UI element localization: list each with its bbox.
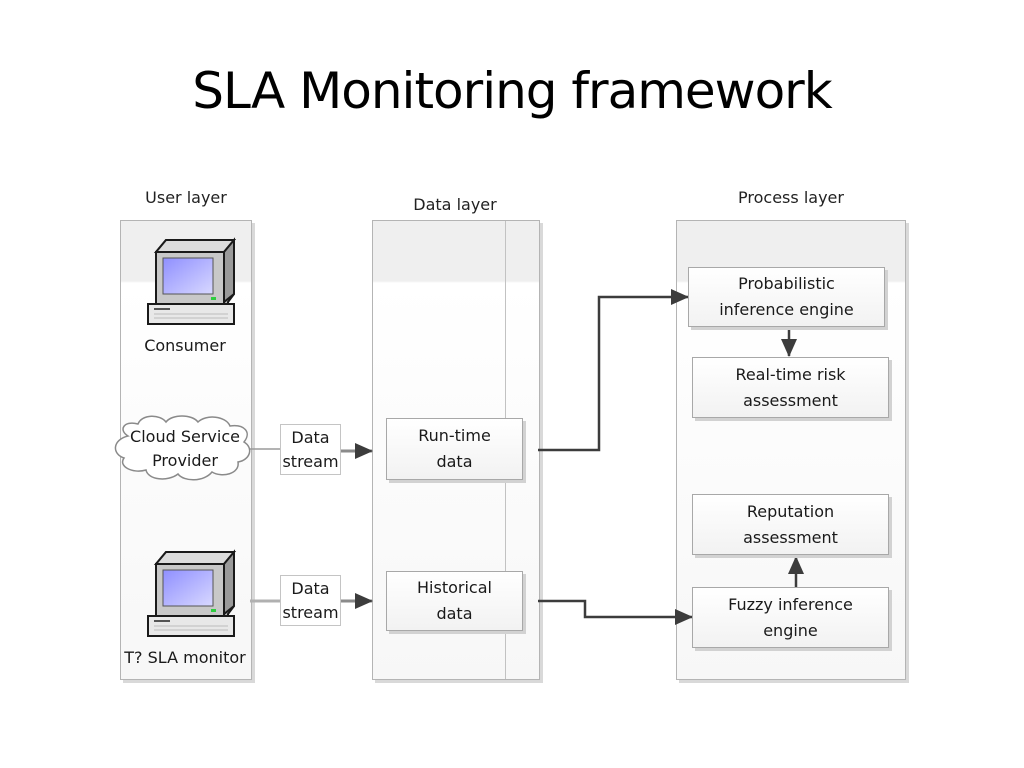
- probabilistic-line2: inference engine: [719, 300, 854, 319]
- consumer-computer-icon: [147, 237, 237, 325]
- runtime-data-node[interactable]: Run-time data: [386, 418, 523, 480]
- stream-2-line2: stream: [282, 603, 339, 622]
- slide-title: SLA Monitoring framework: [192, 62, 832, 120]
- realtime-risk-node[interactable]: Real-time risk assessment: [692, 357, 889, 418]
- provider-label-line2: Provider: [152, 451, 218, 470]
- probabilistic-line1: Probabilistic: [738, 274, 835, 293]
- probabilistic-inference-node[interactable]: Probabilistic inference engine: [688, 267, 885, 327]
- provider-label-line1: Cloud Service: [130, 427, 240, 446]
- data-layer-label: Data layer: [413, 195, 497, 214]
- user-layer-label: User layer: [145, 188, 227, 207]
- runtime-to-probabilistic-arrow: [538, 289, 689, 452]
- fuzzy-line1: Fuzzy inference: [728, 594, 853, 614]
- monitor-computer-icon: [147, 549, 237, 637]
- stream-2-line1: Data: [291, 579, 330, 598]
- reputation-line1: Reputation: [746, 501, 835, 521]
- provider-label: Cloud Service Provider: [112, 425, 258, 473]
- historical-to-fuzzy-arrow: [538, 599, 693, 625]
- realtime-line1: Real-time risk: [735, 364, 846, 384]
- consumer-label: Consumer: [144, 336, 226, 355]
- historical-data-node[interactable]: Historical data: [386, 571, 523, 631]
- realtime-line2: assessment: [743, 390, 838, 410]
- monitor-label: T? SLA monitor: [124, 648, 246, 667]
- process-layer-label: Process layer: [738, 188, 844, 207]
- historical-line2: data: [436, 604, 473, 623]
- cloud-icon: [114, 415, 251, 481]
- historical-line1: Historical: [417, 578, 492, 597]
- fuzzy-line2: engine: [763, 620, 818, 640]
- reputation-assessment-node[interactable]: Reputation assessment: [692, 494, 889, 555]
- runtime-line1: Run-time: [418, 426, 491, 445]
- data-stream-box-2: Data stream: [280, 575, 341, 626]
- stream-1-line2: stream: [282, 452, 339, 471]
- runtime-line2: data: [436, 452, 473, 471]
- reputation-line2: assessment: [743, 527, 838, 547]
- stream-1-line1: Data: [291, 428, 330, 447]
- data-stream-box-1: Data stream: [280, 424, 341, 475]
- fuzzy-inference-node[interactable]: Fuzzy inference engine: [692, 587, 889, 648]
